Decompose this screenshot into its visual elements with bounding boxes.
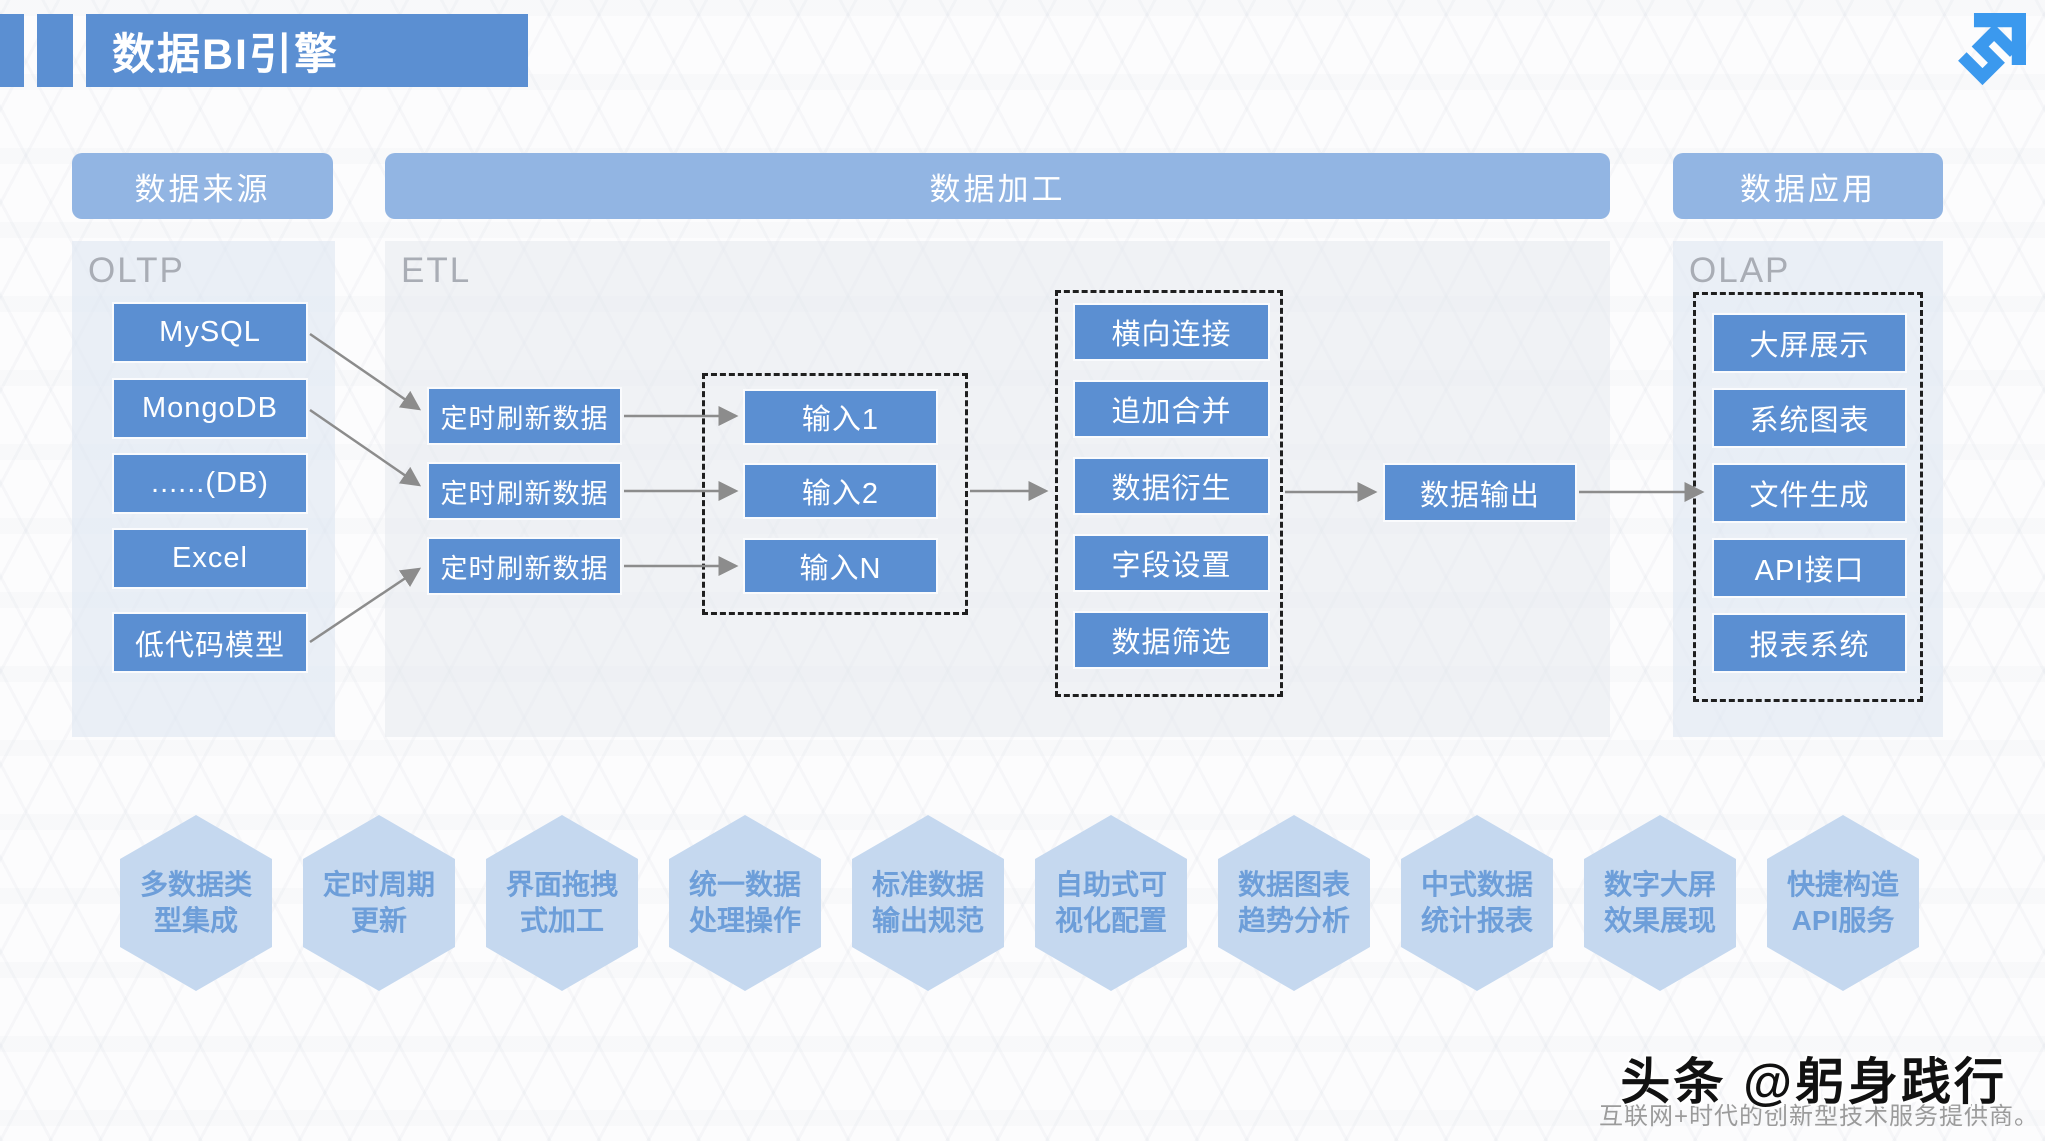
input-node-n: 输入N [743,538,938,594]
app-node-api-interface: API接口 [1712,538,1907,598]
op-node-horizontal-join: 横向连接 [1073,303,1270,361]
input-node-2: 输入2 [743,463,938,519]
header-data-application: 数据应用 [1673,153,1943,219]
operations-dashed-group [1055,290,1283,697]
output-node: 数据输出 [1383,463,1577,522]
title-accent-bar-2 [37,14,73,87]
source-node-mysql: MySQL [112,302,308,363]
app-node-big-screen: 大屏展示 [1712,313,1907,373]
op-node-data-derive: 数据衍生 [1073,457,1270,515]
refresh-node-2: 定时刷新数据 [427,462,622,520]
source-node-mongodb: MongoDB [112,378,308,439]
input-node-1: 输入1 [743,389,938,445]
brand-logo-icon [1958,13,2026,86]
header-data-processing: 数据加工 [385,153,1610,219]
page-title: 数据BI引擎 [86,14,528,87]
source-node-lowcode-model: 低代码模型 [112,612,308,673]
title-accent-bar-1 [0,14,24,87]
feature-hex-quick-api: 快捷构造 API服务 [1767,815,1919,991]
etl-label: ETL [401,251,472,290]
feature-hex-self-service-viz: 自助式可 视化配置 [1035,815,1187,991]
op-node-data-filter: 数据筛选 [1073,611,1270,669]
app-node-report-system: 报表系统 [1712,613,1907,673]
op-node-field-settings: 字段设置 [1073,534,1270,592]
feature-hex-trend-analysis: 数据图表 趋势分析 [1218,815,1370,991]
app-node-file-generation: 文件生成 [1712,463,1907,523]
feature-hex-digital-screen: 数字大屏 效果展现 [1584,815,1736,991]
feature-hex-chinese-reports: 中式数据 统计报表 [1401,815,1553,991]
source-node-other-db: ......(DB) [112,453,308,514]
refresh-node-3: 定时刷新数据 [427,537,622,595]
olap-label: OLAP [1689,251,1791,290]
source-node-excel: Excel [112,528,308,589]
watermark-author: 头条 @躬身践行 [1620,1054,2007,1110]
watermark-slogan: 互联网+时代的创新型技术服务提供商。 [1598,1103,2039,1130]
header-data-source: 数据来源 [72,153,333,219]
op-node-append-merge: 追加合并 [1073,380,1270,438]
oltp-label: OLTP [88,251,185,290]
refresh-node-1: 定时刷新数据 [427,387,622,445]
inputs-dashed-group [702,373,968,615]
app-node-system-charts: 系统图表 [1712,388,1907,448]
